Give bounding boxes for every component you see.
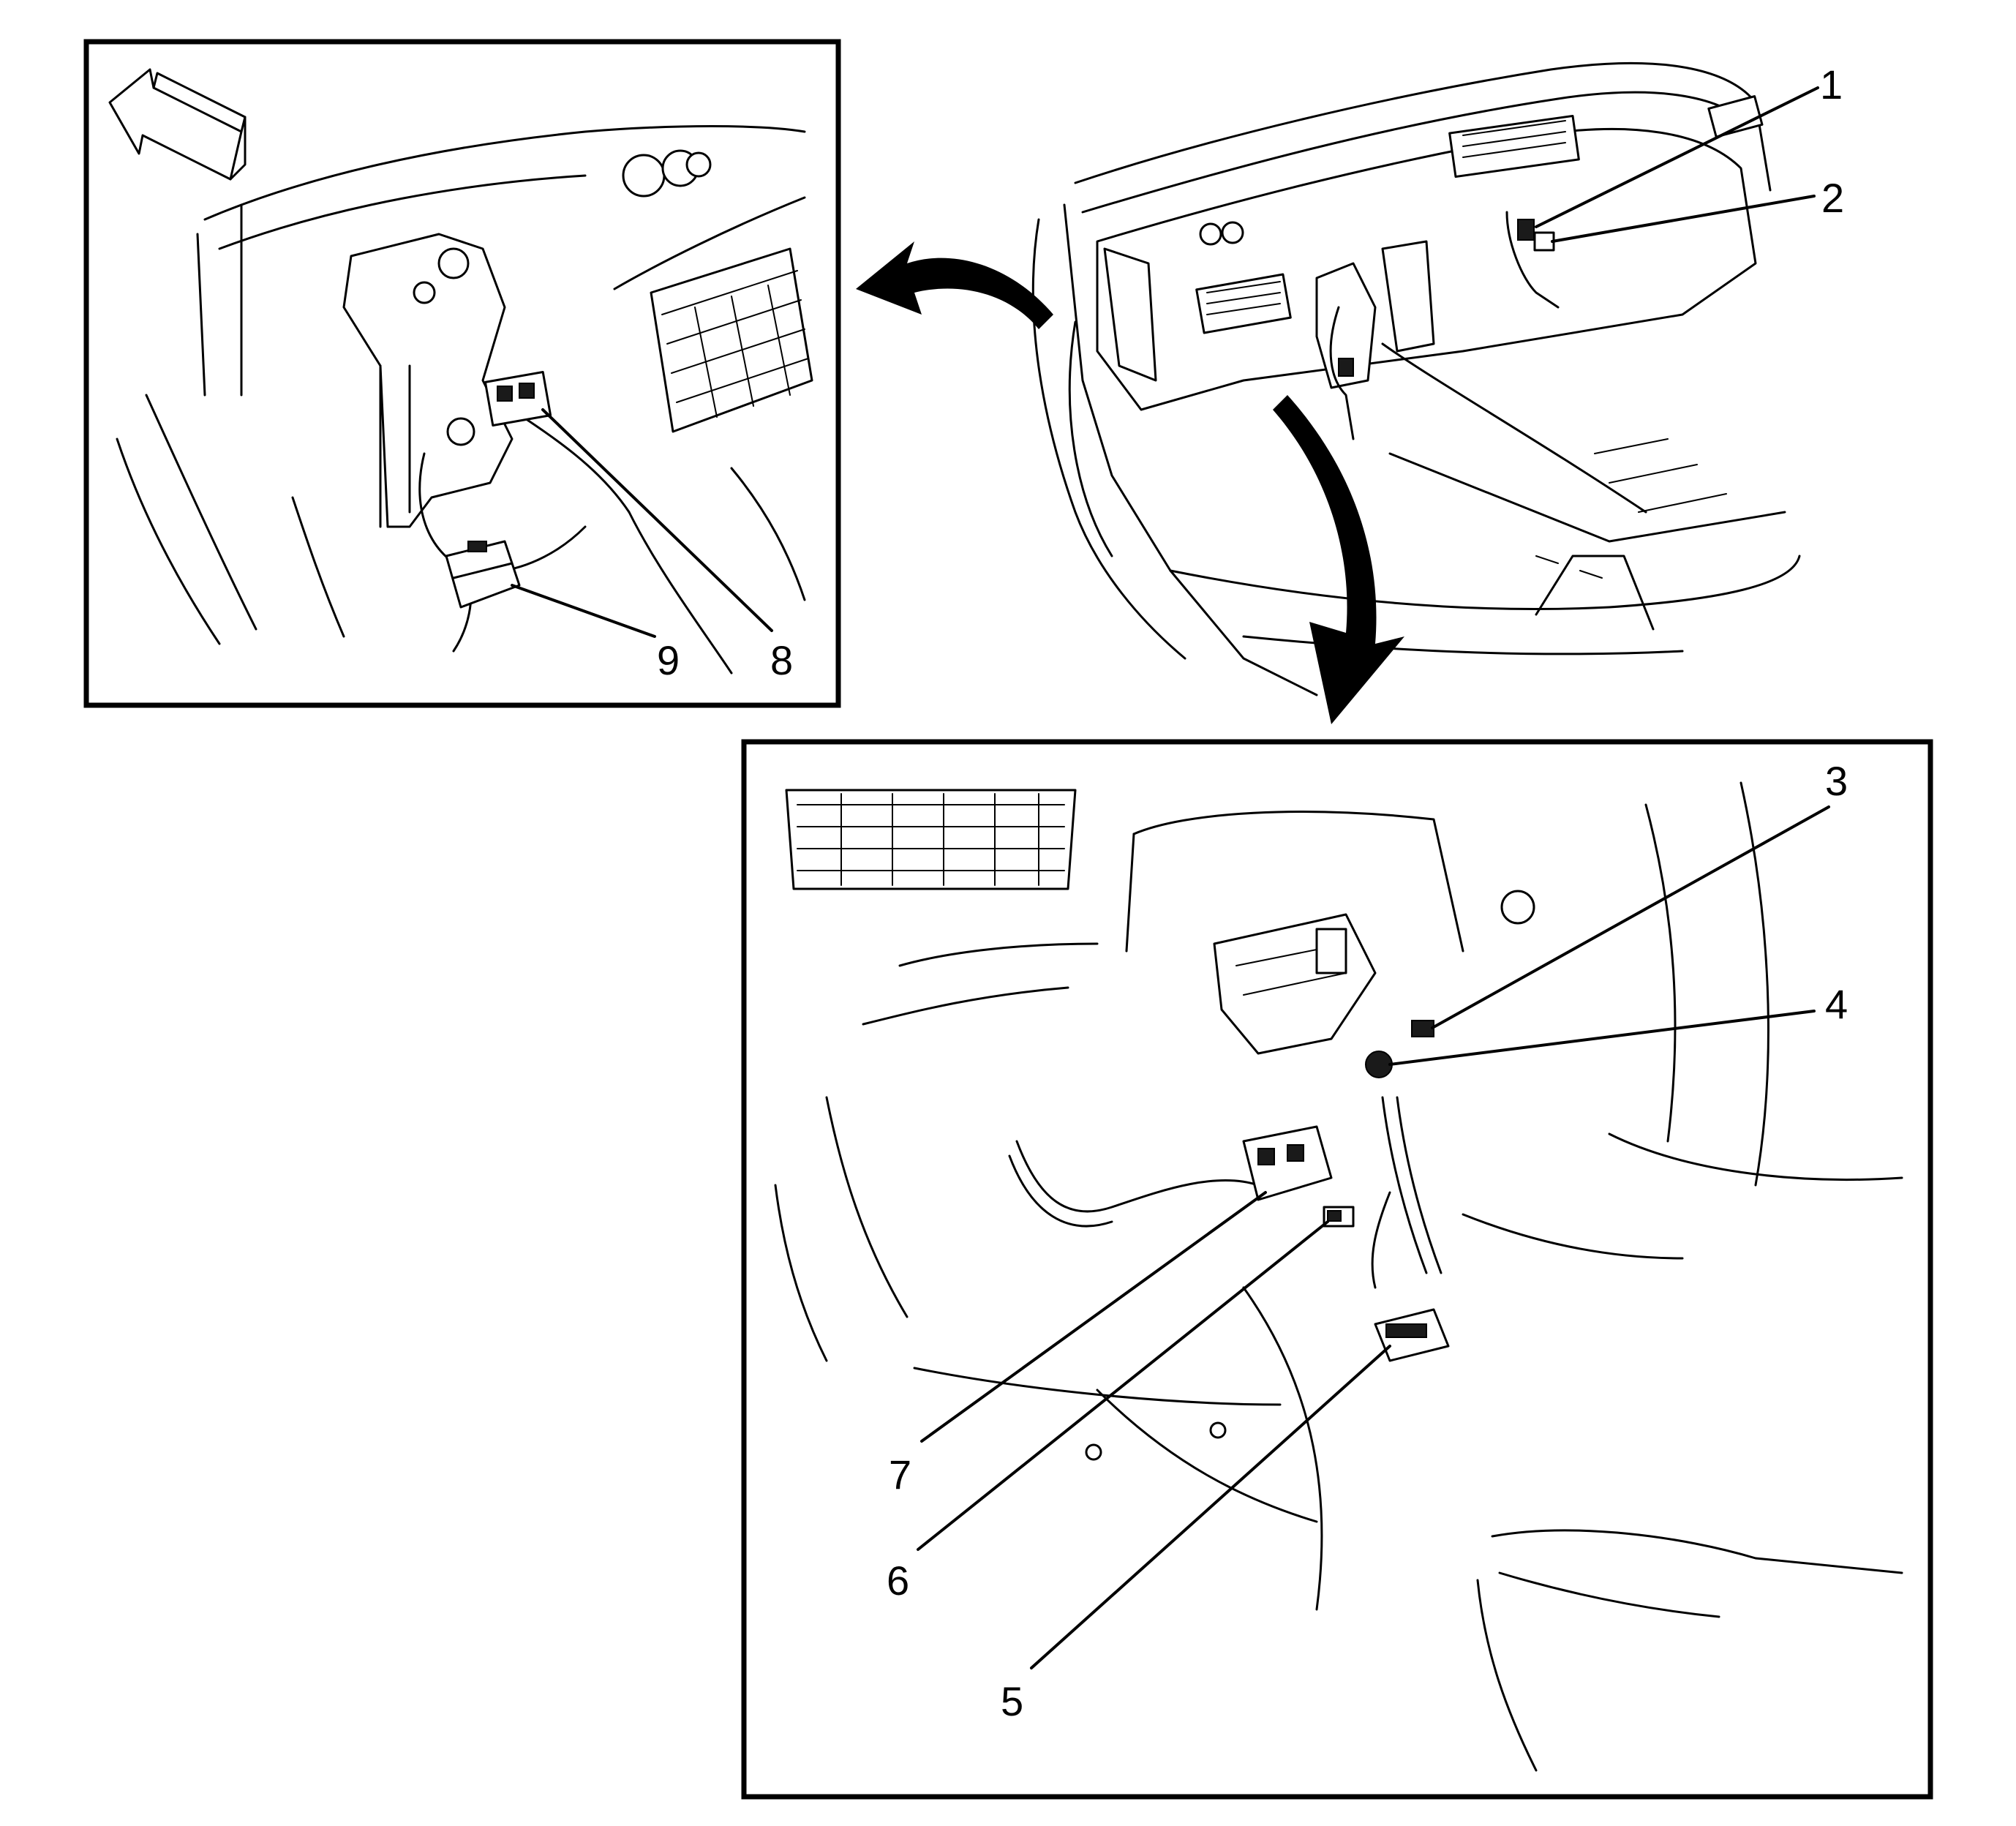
steering-support-bracket [342, 233, 514, 528]
leader-line-9 [511, 584, 656, 638]
center-vent [1448, 114, 1580, 179]
left-center-vent [1195, 273, 1292, 334]
leader-line-8 [541, 408, 773, 632]
connector-7 [1242, 1125, 1333, 1201]
leader-line-6 [917, 1220, 1329, 1551]
inset-lower-view [741, 739, 1933, 1800]
connector-5 [1374, 1308, 1450, 1362]
leader-line-2 [1551, 195, 1816, 243]
callout-7: 7 [889, 1451, 911, 1498]
callout-9: 9 [657, 637, 680, 683]
callout-5: 5 [1001, 1678, 1023, 1724]
leader-line-7 [920, 1191, 1267, 1443]
connector-3 [1411, 1020, 1434, 1037]
right-vent [1707, 95, 1764, 138]
lower-vent [785, 789, 1077, 890]
inset-left-view [83, 39, 841, 708]
callout-6: 6 [887, 1558, 909, 1604]
inset-vent [650, 247, 813, 433]
connector-4 [1365, 1051, 1393, 1078]
callout-4: 4 [1825, 981, 1848, 1027]
leader-line-1 [1535, 86, 1819, 228]
leader-line-4 [1388, 1010, 1816, 1066]
callout-1: 1 [1820, 61, 1843, 108]
inset-frame [83, 39, 841, 708]
instrument-panel-overview [1031, 61, 1801, 696]
callout-3: 3 [1825, 758, 1848, 804]
view-arrow-icon [1273, 395, 1404, 724]
front-direction-arrow-icon [108, 68, 247, 181]
callout-8: 8 [770, 637, 793, 683]
leader-line-3 [1431, 805, 1830, 1029]
overview-connector-1 [1517, 219, 1535, 241]
view-arrow-icon [856, 241, 1053, 329]
inset-frame [741, 739, 1933, 1800]
module-bracket [1213, 913, 1377, 1055]
inset-knob [622, 149, 712, 198]
leader-line-5 [1030, 1345, 1391, 1669]
connector-9 [445, 540, 521, 609]
connector-6 [1323, 1206, 1355, 1228]
callout-2: 2 [1821, 175, 1844, 221]
connector-8 [484, 371, 552, 427]
